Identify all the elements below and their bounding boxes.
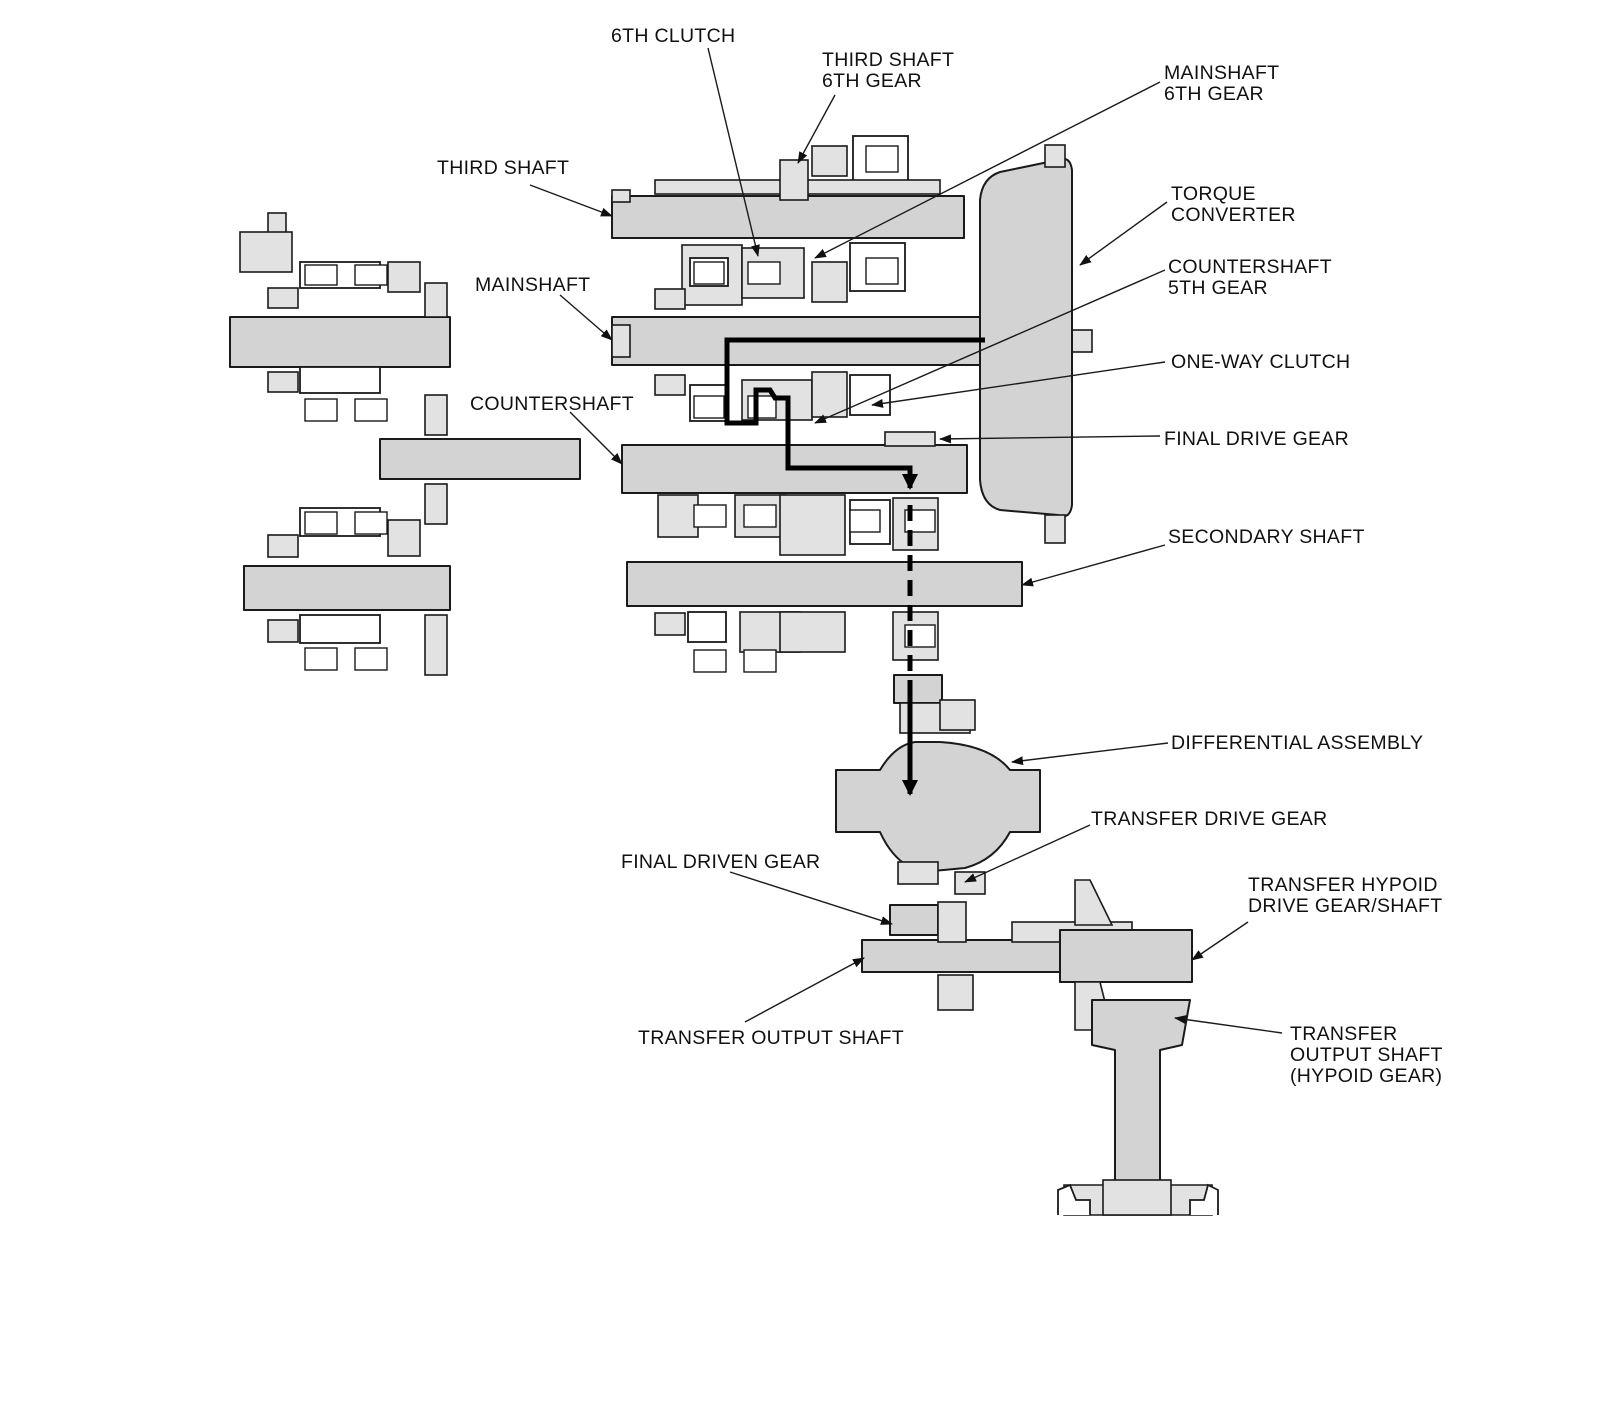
label-countershaft-5th-gear-line-2: 5TH GEAR [1168,277,1268,299]
label-countershaft-line-1: COUNTERSHAFT [470,393,634,415]
label-torque-converter-line-2: CONVERTER [1171,204,1296,226]
label-6th-clutch-line-1: 6TH CLUTCH [611,25,735,47]
leader-third-shaft-6th-gear [797,94,836,164]
secondary-shaft-assembly [626,561,1023,661]
leader-countershaft-5th-gear [814,269,1166,424]
auxiliary-view-clutch-packs [304,264,388,671]
label-countershaft: COUNTERSHAFT [470,393,634,415]
leader-third-shaft [529,184,613,217]
label-third-shaft-line-1: THIRD SHAFT [437,157,569,179]
label-final-drive-gear: FINAL DRIVE GEAR [1164,428,1349,450]
leader-transfer-output-shaft [744,957,865,1023]
label-secondary-shaft-line-1: SECONDARY SHAFT [1168,526,1365,548]
label-final-driven-gear: FINAL DRIVEN GEAR [621,851,820,873]
label-transfer-hypoid-drive-gear-shaft-line-1: TRANSFER HYPOID [1248,874,1438,896]
label-mainshaft-line-1: MAINSHAFT [475,274,590,296]
label-mainshaft-6th-gear-line-1: MAINSHAFT [1164,62,1279,84]
auxiliary-view-upper-shaft-assembly [229,212,451,394]
auxiliary-view-lower-shaft-assembly [243,394,581,676]
label-mainshaft-6th-gear-line-2: 6TH GEAR [1164,83,1264,105]
leader-one-way-clutch [871,361,1166,408]
label-one-way-clutch: ONE-WAY CLUTCH [1171,351,1350,373]
label-transfer-output-shaft: TRANSFER OUTPUT SHAFT [638,1027,904,1049]
label-transfer-drive-gear: TRANSFER DRIVE GEAR [1091,808,1327,830]
leader-torque-converter [1079,201,1168,266]
leader-secondary-shaft [1021,544,1166,587]
differential-assembly-part [835,741,1041,873]
label-mainshaft: MAINSHAFT [475,274,590,296]
leader-differential-assembly [1011,742,1169,766]
label-6th-clutch: 6TH CLUTCH [611,25,735,47]
final-drive-gear-part [893,674,976,734]
leader-transfer-output-shaft-hypoid-gear [1174,1015,1283,1034]
leader-countershaft [569,411,623,465]
leader-lines [529,47,1283,1034]
label-transfer-output-shaft-line-1: TRANSFER OUTPUT SHAFT [638,1027,904,1049]
label-differential-assembly: DIFFERENTIAL ASSEMBLY [1171,732,1423,754]
torque-converter-body [979,144,1073,544]
hypoid-gear-output-shaft-part [1057,999,1219,1216]
label-secondary-shaft: SECONDARY SHAFT [1168,526,1365,548]
label-final-drive-gear-line-1: FINAL DRIVE GEAR [1164,428,1349,450]
label-countershaft-5th-gear-line-1: COUNTERSHAFT [1168,256,1332,278]
label-third-shaft: THIRD SHAFT [437,157,569,179]
leader-mainshaft-6th-gear [814,81,1161,259]
label-transfer-output-shaft-hypoid-gear-line-1: TRANSFER [1290,1023,1398,1045]
label-transfer-output-shaft-hypoid-gear-line-3: (HYPOID GEAR) [1290,1065,1442,1087]
label-differential-assembly-line-1: DIFFERENTIAL ASSEMBLY [1171,732,1423,754]
label-transfer-drive-gear-line-1: TRANSFER DRIVE GEAR [1091,808,1327,830]
leader-final-drive-gear [939,434,1161,444]
leader-transfer-drive-gear [964,824,1091,883]
leader-mainshaft [559,294,613,341]
label-third-shaft-6th-gear-line-1: THIRD SHAFT [822,49,954,71]
leader-final-driven-gear [729,871,893,925]
label-torque-converter-line-1: TORQUE [1171,183,1256,205]
leader-6th-clutch [707,47,760,257]
label-transfer-output-shaft-hypoid-gear-line-2: OUTPUT SHAFT [1290,1044,1443,1066]
label-one-way-clutch-line-1: ONE-WAY CLUTCH [1171,351,1350,373]
third-shaft-assembly [611,135,965,292]
label-transfer-hypoid-drive-gear-shaft-line-2: DRIVE GEAR/SHAFT [1248,895,1442,917]
main-clutch-packs [693,145,936,673]
label-final-driven-gear-line-1: FINAL DRIVEN GEAR [621,851,820,873]
power-flow-path [724,337,985,796]
label-third-shaft-6th-gear-line-2: 6TH GEAR [822,70,922,92]
leader-transfer-hypoid-drive-gear-shaft [1191,921,1249,961]
